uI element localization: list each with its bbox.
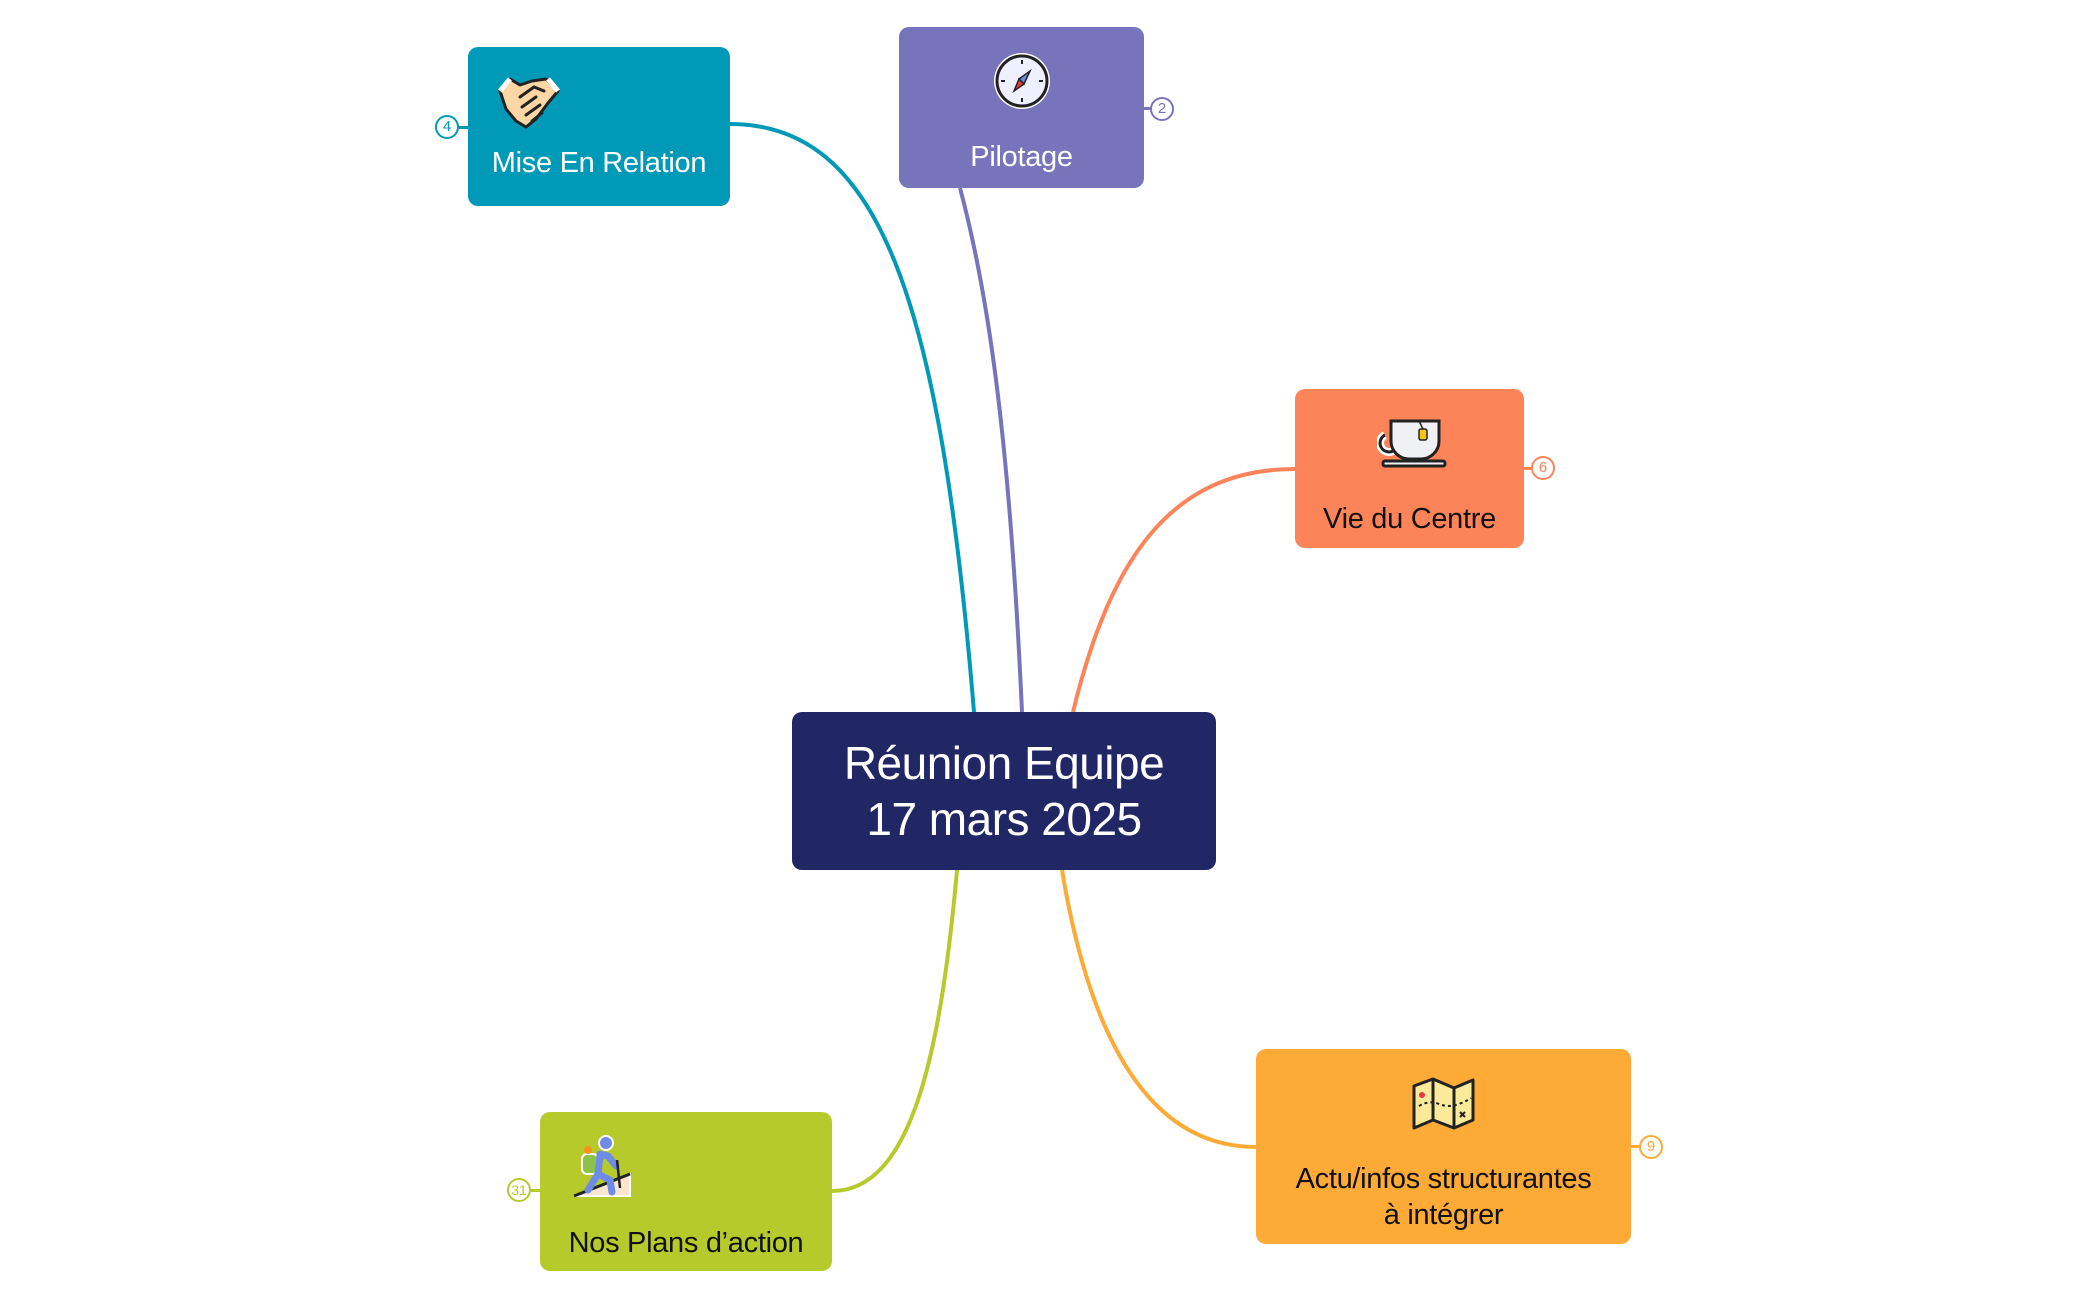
connector-actu-infos xyxy=(1060,869,1257,1149)
compass-icon xyxy=(994,53,1050,109)
branch-label: Mise En Relation xyxy=(491,147,707,179)
map-icon xyxy=(1412,1077,1475,1130)
connector-pilotage xyxy=(958,187,1024,713)
branch-label-line1: Actu/infos structurantes xyxy=(1295,1163,1592,1195)
child-count-badge[interactable]: 9 xyxy=(1639,1135,1663,1159)
central-title-line2: 17 mars 2025 xyxy=(866,793,1142,845)
connector-nos-plans xyxy=(831,869,959,1193)
connector-vie-du-centre xyxy=(1071,467,1296,713)
central-topic[interactable]: Réunion Equipe 17 mars 2025 xyxy=(792,712,1216,870)
branch-label: Nos Plans d’action xyxy=(568,1227,804,1259)
hiker-icon xyxy=(573,1135,631,1198)
badge-stub xyxy=(1631,1145,1639,1148)
branch-mise-en-relation[interactable]: Mise En Relation xyxy=(468,47,730,206)
badge-stub xyxy=(531,1189,540,1192)
handshake-icon xyxy=(498,77,560,129)
branch-pilotage[interactable]: Pilotage xyxy=(899,27,1144,188)
branch-label: Vie du Centre xyxy=(1323,503,1496,535)
child-count-badge[interactable]: 4 xyxy=(435,115,459,139)
branch-nos-plans[interactable]: Nos Plans d’action xyxy=(540,1112,832,1271)
teacup-icon xyxy=(1377,419,1447,468)
child-count-badge[interactable]: 6 xyxy=(1531,456,1555,480)
branch-actu-infos[interactable]: Actu/infos structurantes à intégrer xyxy=(1256,1049,1631,1244)
branch-vie-du-centre[interactable]: Vie du Centre xyxy=(1295,389,1524,548)
connector-mise-en-relation xyxy=(729,122,976,713)
child-count-badge[interactable]: 2 xyxy=(1150,97,1174,121)
badge-stub xyxy=(1144,107,1152,110)
badge-stub xyxy=(459,126,468,129)
child-count-badge[interactable]: 31 xyxy=(507,1178,531,1202)
branch-label-line2: à intégrer xyxy=(1383,1199,1504,1231)
badge-stub xyxy=(1524,467,1532,470)
branch-label: Pilotage xyxy=(970,141,1073,173)
central-title-line1: Réunion Equipe xyxy=(843,737,1165,789)
